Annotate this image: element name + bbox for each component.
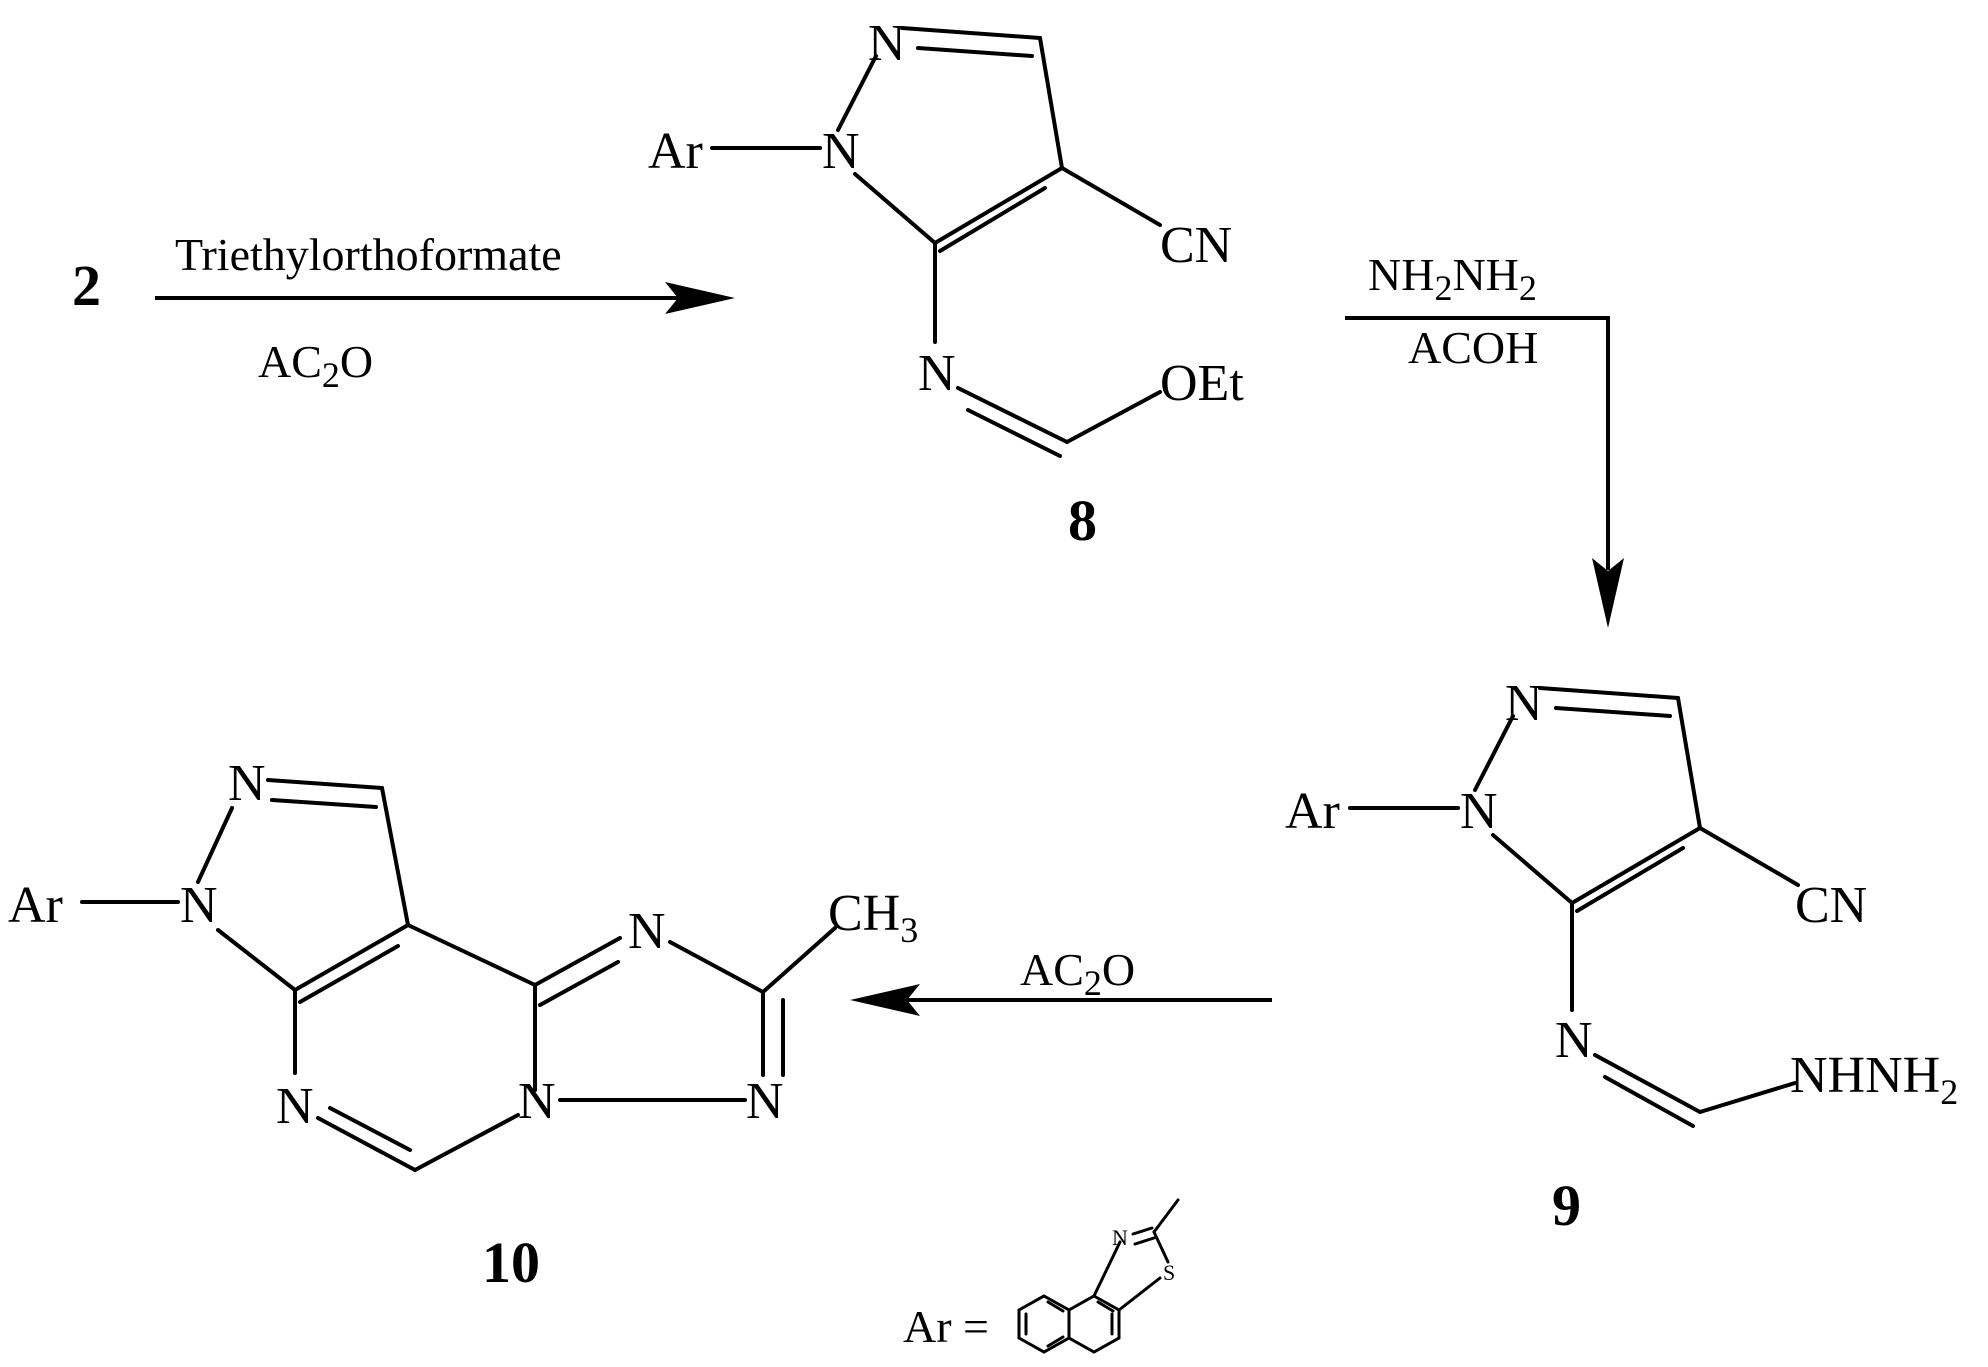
compound-9-label: 9 (1552, 1173, 1581, 1238)
atom-n: N (228, 755, 266, 812)
atom-n: N (1460, 783, 1498, 840)
atom-n: N (868, 15, 906, 72)
reagent-ac2o-step1: AC2O (258, 336, 373, 395)
substituent-nhnh2: NHNH2 (1790, 1047, 1958, 1112)
substituent-cn: CN (1795, 877, 1867, 934)
compound-8-label: 8 (1068, 488, 1097, 553)
atom-n: N (180, 877, 218, 934)
atom-n: N (628, 903, 666, 960)
reagent-ac2o-step3: AC2O (1020, 944, 1135, 1003)
compound-10-label: 10 (482, 1230, 540, 1295)
atom-n: N (518, 1073, 556, 1130)
reagent-hydrazine: NH2NH2 (1368, 249, 1537, 308)
atom-n: N (746, 1073, 784, 1130)
substituent-ar: Ar (648, 123, 703, 180)
atom-n: N (918, 345, 956, 402)
substituent-cn: CN (1160, 217, 1232, 274)
compound-10-structure (80, 778, 837, 1172)
atom-n: N (276, 1078, 314, 1135)
compound-9-structure (1348, 686, 1800, 1128)
substituent-ar: Ar (1285, 783, 1340, 840)
substituent-ch3: CH3 (828, 885, 918, 950)
ar-legend-label: Ar = (903, 1301, 989, 1352)
atom-n: N (1505, 675, 1543, 732)
reaction-arrow-step3 (850, 984, 1272, 1016)
compound-2-label: 2 (72, 253, 101, 318)
reagent-triethylorthoformate: Triethylorthoformate (175, 229, 562, 280)
reaction-arrow-step1 (155, 282, 735, 314)
atom-n: N (1555, 1012, 1593, 1069)
ar-structure (1017, 1198, 1180, 1354)
substituent-oet: OEt (1160, 355, 1244, 412)
ar-atom-n: N (1112, 1225, 1128, 1250)
ar-atom-s: S (1163, 1260, 1175, 1285)
substituent-ar: Ar (8, 877, 63, 934)
reagent-acoh: ACOH (1408, 322, 1538, 373)
reaction-arrow-step2 (1345, 316, 1624, 628)
atom-n: N (822, 123, 860, 180)
compound-8-structure (710, 26, 1162, 458)
